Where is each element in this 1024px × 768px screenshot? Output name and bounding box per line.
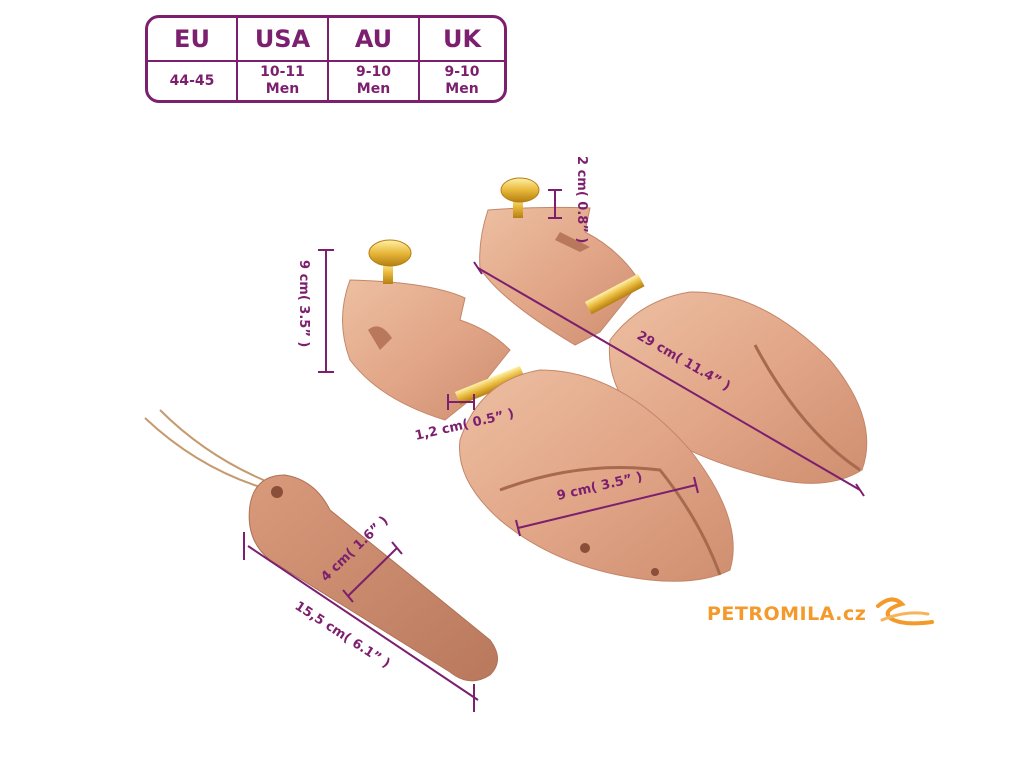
heel-block-back	[479, 206, 641, 346]
dim-rod-line	[447, 394, 475, 410]
shoe-horn	[144, 409, 498, 682]
horn-hang-hole	[271, 486, 283, 498]
horn-body	[248, 474, 498, 682]
dim-horn-width-line	[342, 541, 403, 603]
knob-stem-back	[513, 196, 523, 218]
dim-knob-height: 2 cm( 0.8” )	[574, 156, 589, 243]
size-header-uk: UK	[420, 18, 504, 62]
rod-front	[455, 365, 526, 405]
dim-length-line	[473, 261, 865, 497]
shoe-tree-front	[342, 239, 734, 582]
size-value-usa: 10-11 Men	[238, 62, 329, 100]
brand-logo-text: PETROMILA.cz	[707, 603, 867, 625]
size-header-usa: USA	[238, 18, 329, 62]
heel-notch-back	[555, 232, 590, 252]
dim-horn-length-line	[243, 532, 479, 712]
rod-back	[585, 273, 645, 315]
brand-swirl-icon	[876, 597, 934, 626]
size-value-uk: 9-10 Men	[444, 64, 480, 97]
horn-cord	[144, 409, 279, 491]
heel-block-front	[342, 279, 511, 421]
knob-cap-back	[500, 177, 540, 203]
dim-knob-height-line	[548, 189, 562, 219]
size-value-au: 9-10 Men	[329, 62, 420, 100]
dim-toe-width-line	[515, 476, 699, 537]
toe-block-front	[459, 369, 734, 582]
toe-split-front	[499, 466, 722, 576]
knob-stem-front	[383, 262, 393, 284]
size-header-eu: EU	[148, 18, 238, 62]
dimension-lines	[243, 189, 865, 712]
dim-heel-height-line	[318, 249, 334, 373]
size-table: EU USA AU UK 44-45 10-11 Men 9-10 Men 9-…	[145, 15, 507, 103]
brass-knob-front	[368, 239, 412, 284]
knob-cap-front	[368, 239, 412, 267]
toe-hole-1	[580, 543, 590, 553]
toe-split-back	[753, 344, 861, 472]
heel-notch-front	[368, 326, 392, 350]
size-value-eu: 44-45	[148, 62, 238, 100]
size-header-au: AU	[329, 18, 420, 62]
dim-heel-height: 9 cm( 3.5” )	[296, 260, 311, 347]
brass-knob-back	[500, 177, 540, 218]
toe-hole-2	[651, 568, 659, 576]
